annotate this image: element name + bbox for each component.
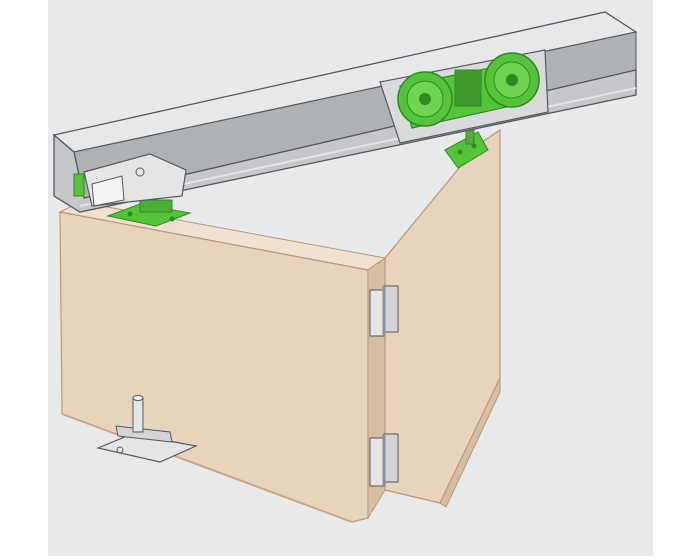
bottom-pivot-pin [132, 397, 144, 433]
top-guide-plate [106, 199, 192, 227]
top-guide-plate-screw [127, 211, 133, 217]
bottom-pivot-plate [96, 433, 199, 463]
bottom-pivot-pin-cap [132, 395, 144, 401]
bottom-pivot [96, 395, 199, 463]
upper-hinge [369, 285, 399, 337]
lower-hinge [369, 433, 399, 487]
upper-hinge-leaf [369, 289, 385, 337]
roller-wheel-icon [397, 71, 453, 127]
door-panel-right [384, 128, 501, 508]
roller-carriage-axle-block [454, 69, 482, 107]
top-pivot-bracket-tab [91, 175, 125, 207]
top-guide-plate-screw [169, 216, 175, 222]
carriage-mount-plate [444, 117, 489, 169]
carriage-mount-plate-screw [471, 143, 477, 149]
roller-carriage [397, 52, 540, 129]
door-panel-left-bottom-shade [61, 413, 353, 523]
roller-wheel-icon [484, 52, 540, 108]
upper-hinge-leaf [383, 285, 399, 333]
bottom-pivot-screw [116, 446, 124, 454]
door-panel-left-face [59, 211, 369, 523]
top-guide-plate-block [139, 199, 173, 213]
lower-hinge-leaf [383, 433, 399, 483]
door-panel-right-edge [439, 377, 501, 508]
lower-hinge-leaf [369, 437, 385, 487]
bottom-pivot-bracket [115, 425, 173, 443]
carriage-mount-plate-screw [457, 149, 463, 155]
top-pivot-bracket-hole [135, 167, 145, 177]
top-pivot-bracket-clip [73, 173, 85, 197]
top-pivot-bracket [73, 153, 187, 207]
